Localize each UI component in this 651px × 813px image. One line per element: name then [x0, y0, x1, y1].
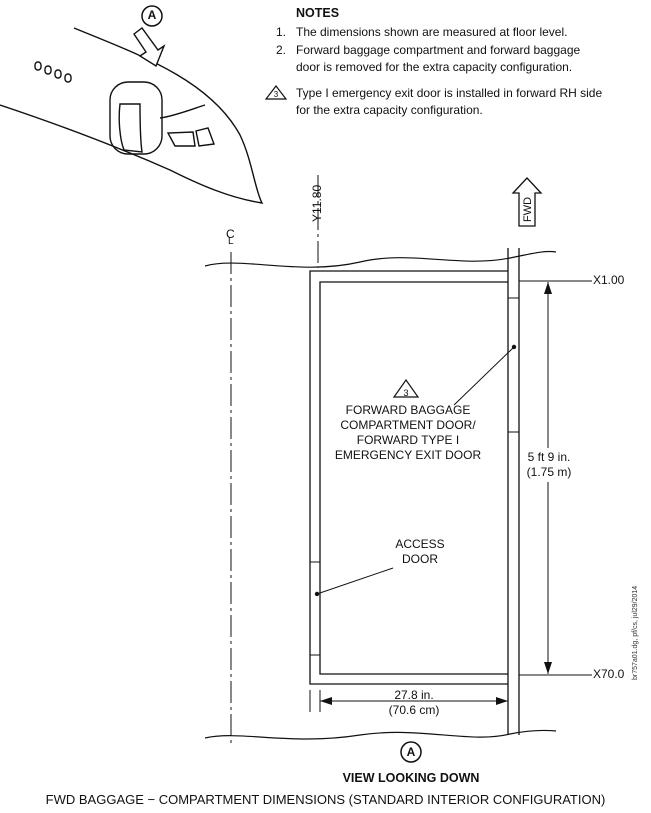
length-dimension-label: 5 ft 9 in. (1.75 m)	[513, 450, 585, 480]
fuselage-break-top	[204, 250, 557, 268]
drawing-reference: br757a01.dg, pf/cs, jul29/2014	[632, 585, 639, 680]
length-dimension-line	[544, 282, 552, 674]
door-callout-text: FORWARD BAGGAGE COMPARTMENT DOOR/ FORWAR…	[318, 403, 498, 463]
note-2-text-line2: door is removed for the extra capacity c…	[296, 60, 573, 74]
note-3-text-line1: Type I emergency exit door is installed …	[296, 86, 603, 100]
aircraft-nose-illustration	[0, 27, 264, 204]
width-dimension-line	[309, 690, 508, 712]
length-dim-line2: (1.75 m)	[526, 465, 572, 479]
notes-title: NOTES	[296, 6, 340, 20]
view-marker-arrow	[133, 5, 166, 68]
note-2-text-line1: Forward baggage compartment and forward …	[296, 43, 581, 57]
view-marker-label: A	[147, 8, 157, 22]
station-x-bottom-label: X70.0	[593, 667, 625, 681]
door-jamb-ticks	[310, 297, 519, 656]
station-x-top-label: X1.00	[593, 273, 625, 287]
access-callout-line1: ACCESS	[395, 537, 445, 551]
view-title: VIEW LOOKING DOWN	[342, 771, 480, 785]
width-dim-line1: 27.8 in.	[394, 688, 434, 702]
door-callout-line4: EMERGENCY EXIT DOOR	[334, 448, 482, 462]
door-callout-line3: FORWARD TYPE I	[356, 433, 460, 447]
door-flag-triangle	[392, 378, 420, 398]
note-3-number: 3	[273, 90, 279, 99]
note-3-text-line2: for the extra capacity configuration.	[296, 103, 483, 117]
access-callout-leader	[316, 567, 394, 595]
note-3-flag	[264, 85, 288, 100]
door-callout-leader	[453, 346, 515, 406]
note-2: 2. Forward baggage compartment and forwar…	[276, 43, 580, 58]
door-callout-line1: FORWARD BAGGAGE	[345, 403, 471, 417]
door-callout-line2: COMPARTMENT DOOR/	[340, 418, 476, 432]
width-dim-line2: (70.6 cm)	[388, 703, 440, 717]
access-callout-line2: DOOR	[402, 552, 438, 566]
fuselage-break-bottom	[204, 729, 557, 740]
section-marker-label: A	[406, 745, 416, 759]
station-y-label: Y11.80	[310, 184, 324, 222]
note-1-number: 1.	[276, 25, 287, 39]
figure-caption: FWD BAGGAGE − COMPARTMENT DIMENSIONS (ST…	[45, 792, 606, 807]
note-1: 1. The dimensions shown are measured at f…	[276, 25, 567, 40]
length-dim-line1: 5 ft 9 in.	[527, 450, 571, 464]
door-flag-number: 3	[403, 388, 409, 398]
width-dimension-label: 27.8 in. (70.6 cm)	[364, 688, 464, 718]
centerline-symbol: C	[226, 227, 235, 241]
note-1-text: The dimensions shown are measured at flo…	[296, 25, 568, 39]
forward-direction-arrow	[511, 177, 543, 227]
note-2-number: 2.	[276, 43, 287, 57]
access-callout-text: ACCESS DOOR	[370, 537, 470, 567]
baggage-compartment-outline	[309, 270, 508, 685]
centerline-symbol-sub: L	[228, 236, 234, 247]
section-marker-circle	[400, 741, 422, 763]
fuselage-side-wall	[507, 248, 520, 735]
forward-label: FWD	[522, 196, 534, 222]
